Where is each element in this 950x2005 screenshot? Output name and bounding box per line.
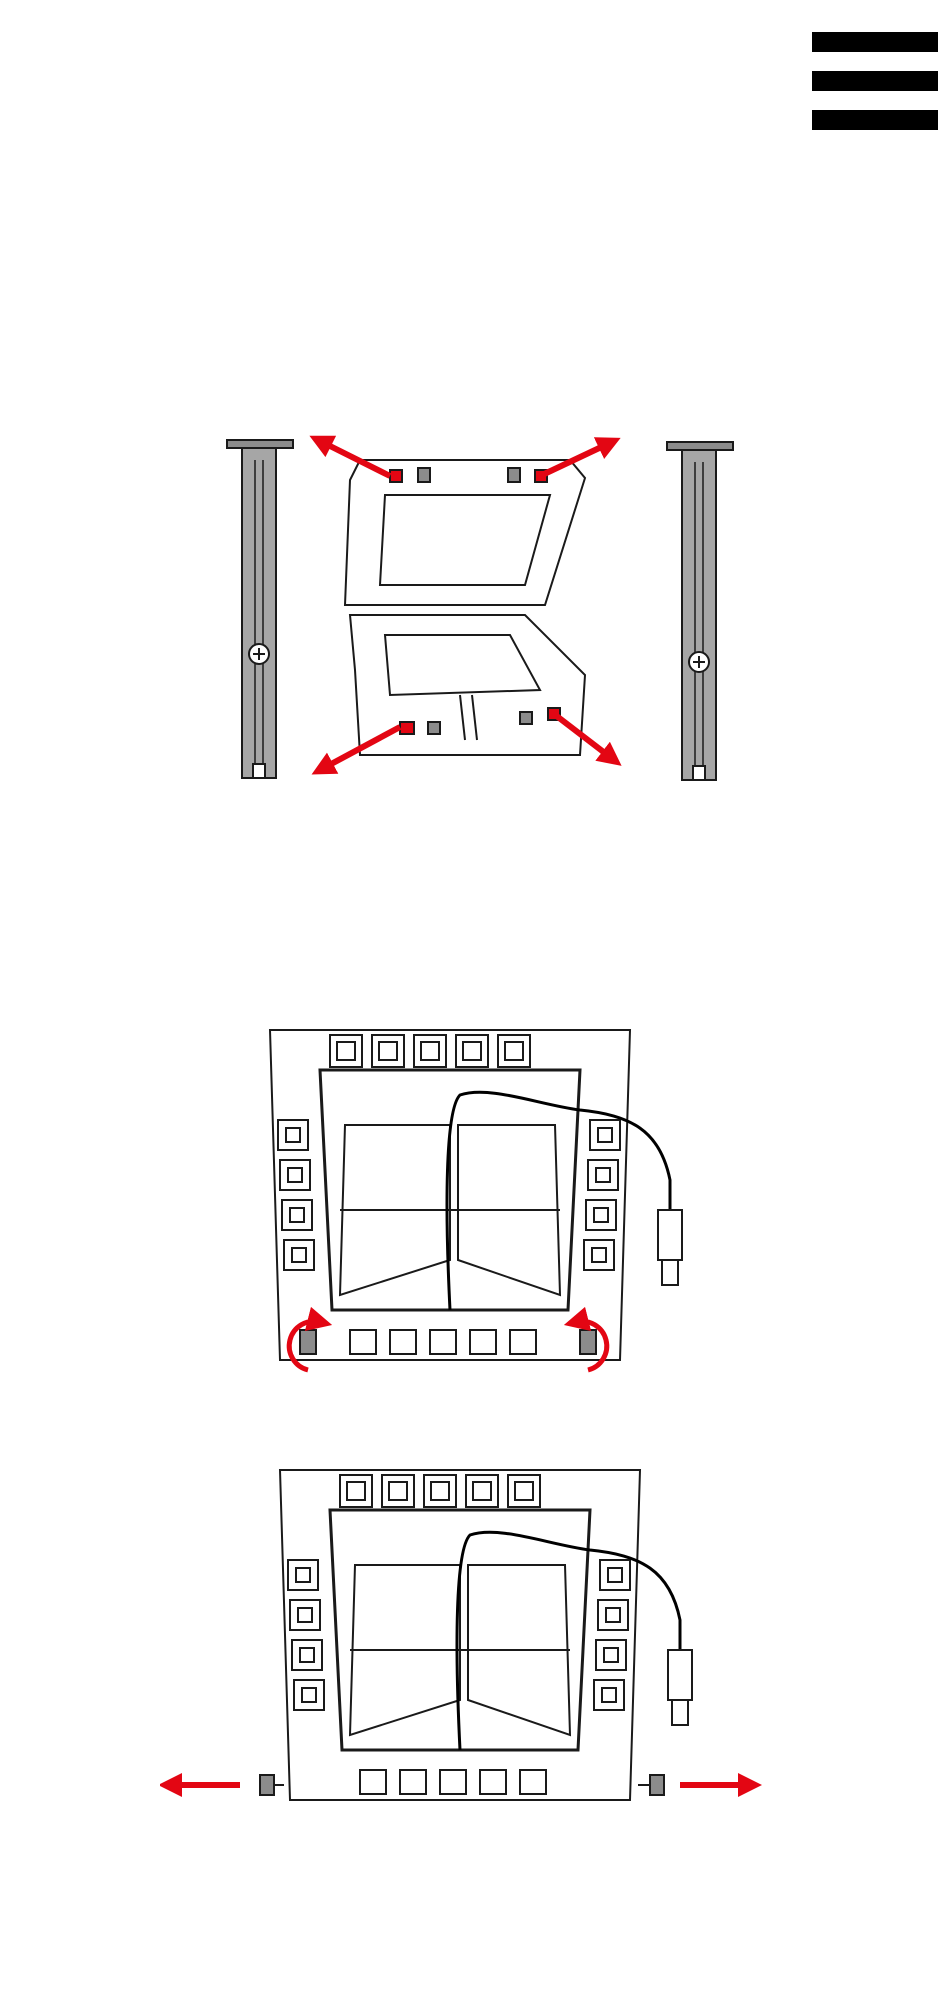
left-side-rail [227, 440, 293, 778]
bracket-disassembly-illustration [210, 430, 750, 800]
right-side-rail [667, 442, 733, 780]
upper-frame-plate [345, 460, 585, 605]
pull-out-screws-illustration [160, 1450, 800, 1830]
mfd-panel-2 [280, 1470, 640, 1800]
mfd-panel [270, 1030, 630, 1360]
menu-bar-bottom [812, 110, 938, 130]
menu-bar-top [812, 32, 938, 52]
hamburger-menu-icon[interactable] [812, 30, 938, 134]
usb-plug [658, 1210, 682, 1285]
usb-plug-2 [668, 1650, 692, 1725]
menu-bar-middle [812, 71, 938, 91]
rotate-counterclockwise-illustration [250, 1010, 710, 1380]
